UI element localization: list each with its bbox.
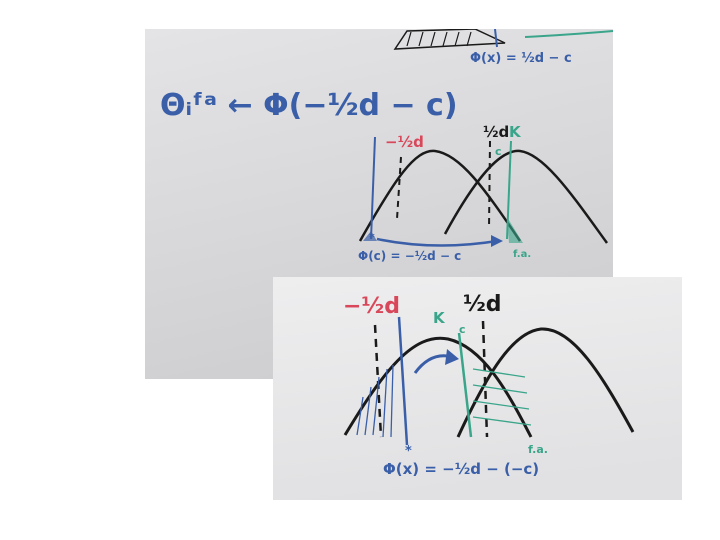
bottom-formula: Φ(x) = −½d − (−c) — [383, 460, 539, 478]
asterisk-mark: * — [369, 231, 375, 244]
green-line-top-edge — [524, 30, 613, 38]
label-half-d: ½d — [463, 292, 502, 317]
bottom-formula: Φ(c) = −½d − c — [358, 249, 461, 263]
label-fa: f.a. — [513, 249, 531, 260]
hatched-region-top-edge — [393, 29, 506, 50]
label-neg-half-d: −½d — [343, 294, 400, 319]
label-k: K — [433, 309, 446, 327]
label-fa: f.a. — [528, 443, 548, 456]
left-tail-shading — [363, 231, 377, 241]
blue-line-top-edge — [494, 29, 498, 48]
signal-distribution-curve — [443, 149, 609, 244]
criterion-line-green — [457, 332, 473, 438]
right-tail-shading — [507, 217, 523, 243]
whiteboard-bottom-drawing: −½d K c ½d * Φ(x) = −½d − (−c) f.a. — [273, 277, 682, 500]
label-k: K — [509, 123, 522, 141]
arrow-head-icon — [445, 349, 459, 365]
asterisk-mark: * — [405, 444, 412, 459]
main-formula: Θᵢᶠᵃ ← Φ(−½d − c) — [160, 88, 458, 123]
criterion-line-blue — [397, 316, 409, 446]
whiteboard-surface — [273, 277, 682, 500]
half-d-line — [488, 140, 491, 230]
label-neg-half-d: −½d — [385, 133, 424, 151]
left-tail-hatching — [356, 364, 394, 438]
hatch-lines-top-edge — [406, 31, 472, 47]
noise-distribution-curve — [358, 149, 522, 242]
label-c: c — [495, 145, 502, 158]
noise-distribution-curve — [343, 336, 533, 438]
top-edge-formula: Φ(x) = ½d − c — [470, 51, 572, 66]
criterion-line-blue — [370, 136, 376, 240]
arrow-curve — [376, 237, 498, 247]
whiteboard-photo-bottom: −½d K c ½d * Φ(x) = −½d − (−c) f.a. — [273, 277, 682, 500]
label-c: c — [459, 323, 466, 336]
half-d-line — [481, 320, 489, 438]
label-half-d: ½d — [483, 123, 509, 141]
right-tail-hatching — [472, 368, 532, 426]
arrow-head-icon — [491, 235, 503, 247]
